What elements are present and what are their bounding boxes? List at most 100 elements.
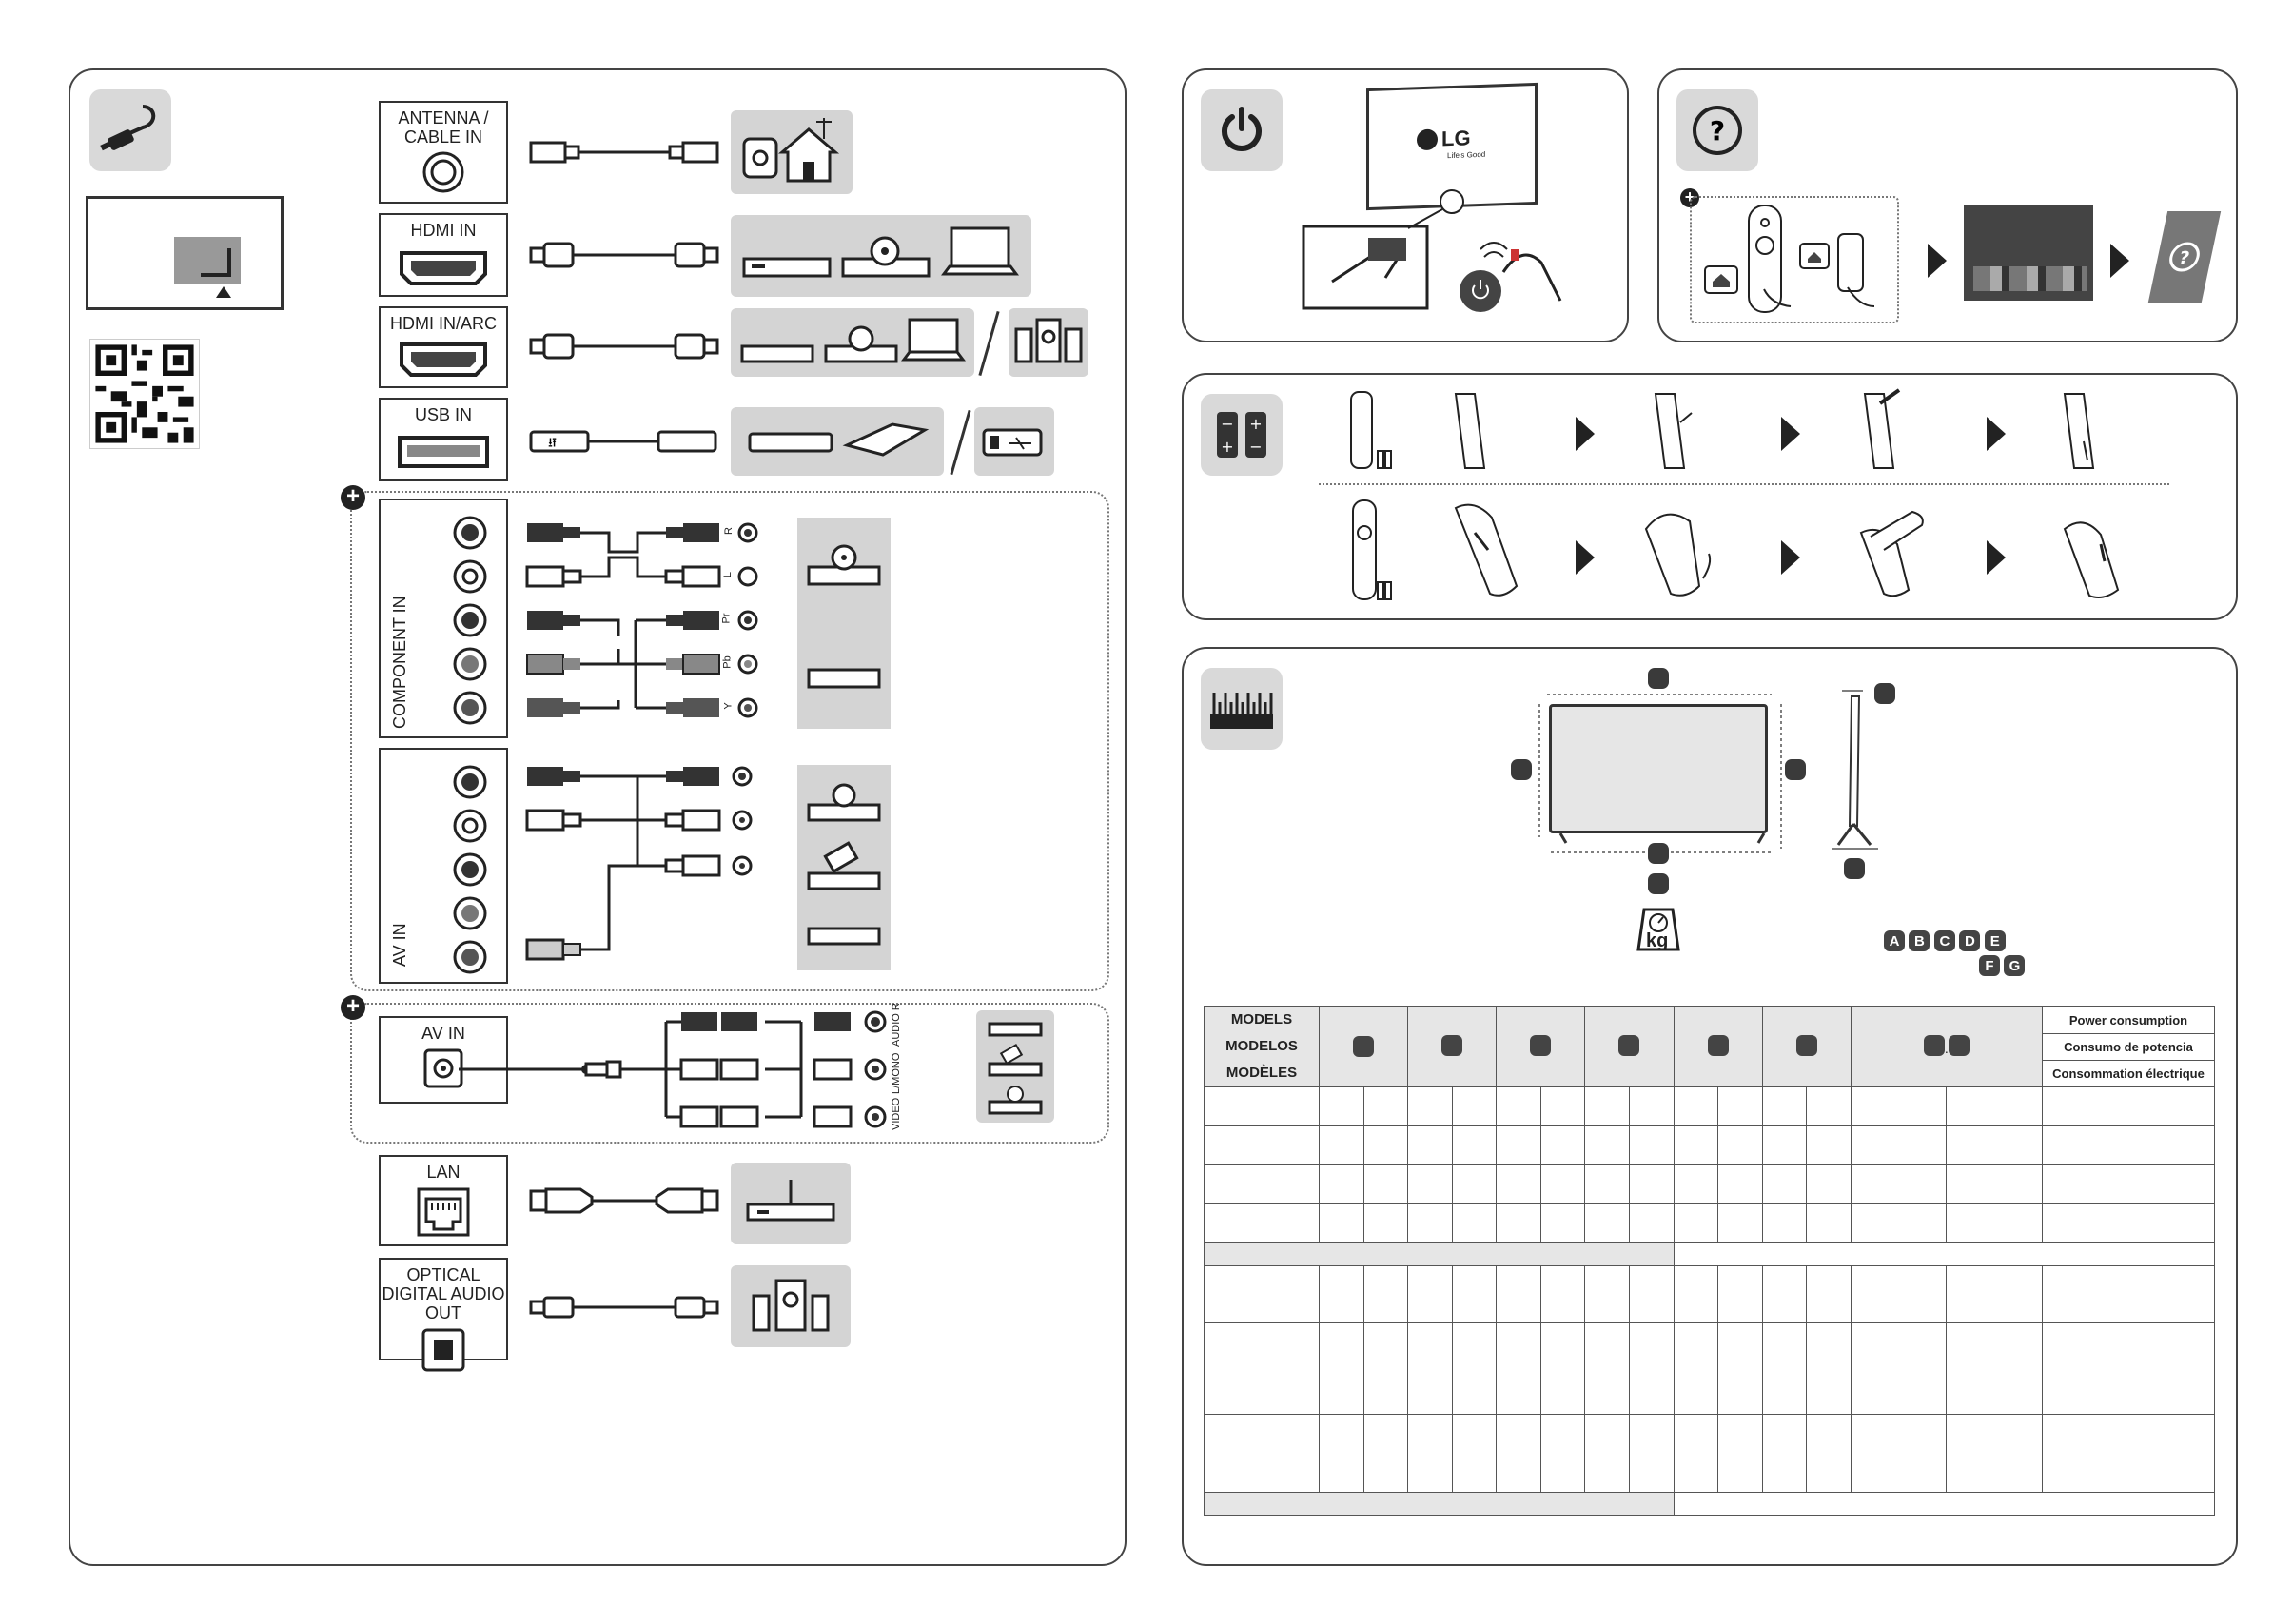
col-marker-4 [1584, 1006, 1675, 1087]
svg-text:+: + [1249, 415, 1262, 433]
spec-table: MODELS MODELOS MODÈLES · Power consumpti… [1204, 1006, 2215, 1516]
col-marker-5 [1673, 1006, 1763, 1087]
hdmi-cable [529, 242, 719, 268]
table-row [1204, 1164, 2215, 1204]
scale-icon: kg [1629, 894, 1688, 953]
av-side-audio-r: AUDIO R [891, 1003, 902, 1047]
arrow-right-icon [1928, 244, 1947, 278]
optical-socket-icon [421, 1328, 465, 1372]
lan-source-box [731, 1163, 851, 1244]
dimension-letter-badges: A B C D E F G [1884, 930, 2027, 976]
component-pin-y: Y [722, 702, 735, 710]
svg-text:?: ? [2177, 248, 2191, 268]
plus-icon-2: + [341, 995, 365, 1020]
power-en: Power consumption [2043, 1008, 2214, 1034]
usb-cable: ⭿ [529, 430, 717, 453]
tv-front-outline [1549, 704, 1768, 833]
hdmi-label: HDMI IN [410, 221, 477, 240]
table-row [1204, 1203, 2215, 1243]
usb-stick-icon [982, 428, 1043, 457]
usb-source-box [731, 407, 944, 476]
table-row [1204, 1086, 2215, 1126]
av-devices-icon [807, 783, 881, 946]
optical-source-box [731, 1265, 851, 1347]
question-icon: ? [1693, 106, 1742, 155]
svg-text:−: − [1221, 415, 1233, 433]
power-icon [1222, 107, 1262, 151]
hdmi-port-box: HDMI IN [379, 213, 508, 297]
arrow-right-icon-2 [2110, 244, 2129, 278]
cable-icon-box [89, 89, 171, 171]
battery-steps-row-1 [1350, 388, 2095, 469]
weight-unit: kg [1646, 930, 1669, 951]
av-port-box [379, 748, 508, 984]
ruler-icon-box [1201, 668, 1283, 750]
badge-b: B [1909, 930, 1930, 951]
av-mini-port-box: AV IN [379, 1016, 508, 1104]
svg-text:?: ? [1710, 115, 1725, 147]
lg-logo-circle [1417, 128, 1438, 151]
optical-port-box: OPTICAL DIGITAL AUDIO OUT [379, 1258, 508, 1372]
component-pin-r: R [722, 527, 735, 535]
battery-steps-row-2 [1352, 499, 2120, 600]
usb-socket-icon [398, 436, 489, 468]
hdmi-devices-icon [742, 226, 1019, 278]
arrow-icon-b4 [1576, 540, 1595, 575]
battery-icon: −++− [1217, 412, 1266, 458]
badge-e: E [1984, 930, 2006, 951]
svg-text:+: + [1221, 438, 1233, 456]
col-marker-7: · [1850, 1006, 2044, 1087]
coax-cable [529, 141, 719, 164]
hdmi-arc-cable [529, 333, 719, 360]
power-header: Power consumption Consumo de potencia Co… [2042, 1006, 2215, 1087]
lan-label: LAN [426, 1163, 461, 1182]
component-port-box [379, 499, 508, 738]
optional-analog-section [350, 491, 1109, 991]
dim-marker-weight [1648, 873, 1669, 894]
cable-icon [100, 105, 156, 151]
av-mini-source-box [976, 1010, 1054, 1123]
optical-label: OPTICAL DIGITAL AUDIO OUT [382, 1265, 505, 1322]
optical-cable [529, 1296, 719, 1319]
av-mini-cables [459, 1010, 887, 1128]
av-source-box [797, 765, 891, 970]
tv-back-diagram [86, 196, 284, 310]
hdmi-arc-source-box [731, 308, 974, 377]
hdmi-source-box [731, 215, 1031, 297]
col-marker-3 [1496, 1006, 1586, 1087]
component-pin-l: L [722, 571, 735, 578]
table-row [1204, 1125, 2215, 1165]
power-es: Consumo de potencia [2043, 1034, 2214, 1061]
component-devices-icon [807, 544, 881, 689]
router-icon [746, 1180, 835, 1222]
dim-marker-height-right [1785, 759, 1806, 780]
optional-av-mini-section [350, 1003, 1109, 1144]
av-mini-socket-icon [423, 1048, 463, 1088]
models-fr: MODÈLES [1225, 1065, 1298, 1081]
component-cables [525, 522, 758, 718]
help-card-illustration: ? [2147, 211, 2222, 303]
hdmi-arc-socket-icon [400, 342, 487, 377]
hdmi-socket-icon [400, 251, 487, 285]
speaker-icon [1014, 318, 1083, 363]
arrow-icon-b3 [1987, 417, 2006, 451]
badge-g: G [2004, 955, 2026, 976]
av-side-video: VIDEO [891, 1097, 902, 1130]
badge-f: F [1979, 955, 2000, 976]
usb-stick-box [974, 407, 1054, 476]
models-en: MODELS [1230, 1011, 1293, 1027]
arrow-icon-b5 [1781, 540, 1800, 575]
av-side-lmono: L/MONO [891, 1052, 902, 1094]
remote-home-box [1690, 196, 1899, 323]
col-marker-6 [1761, 1006, 1852, 1087]
battery-icon-box: −++− [1201, 394, 1283, 476]
dim-marker-depth [1874, 683, 1895, 704]
usb-port-box: USB IN [379, 398, 508, 481]
component-pin-pr: Pr [720, 613, 733, 624]
house-antenna-icon [742, 118, 840, 183]
usb-devices-icon [748, 422, 930, 457]
plus-icon: + [341, 485, 365, 510]
tv-side-view [1832, 690, 1878, 850]
arrow-icon-b2 [1781, 417, 1800, 451]
usb-label: USB IN [414, 405, 472, 424]
